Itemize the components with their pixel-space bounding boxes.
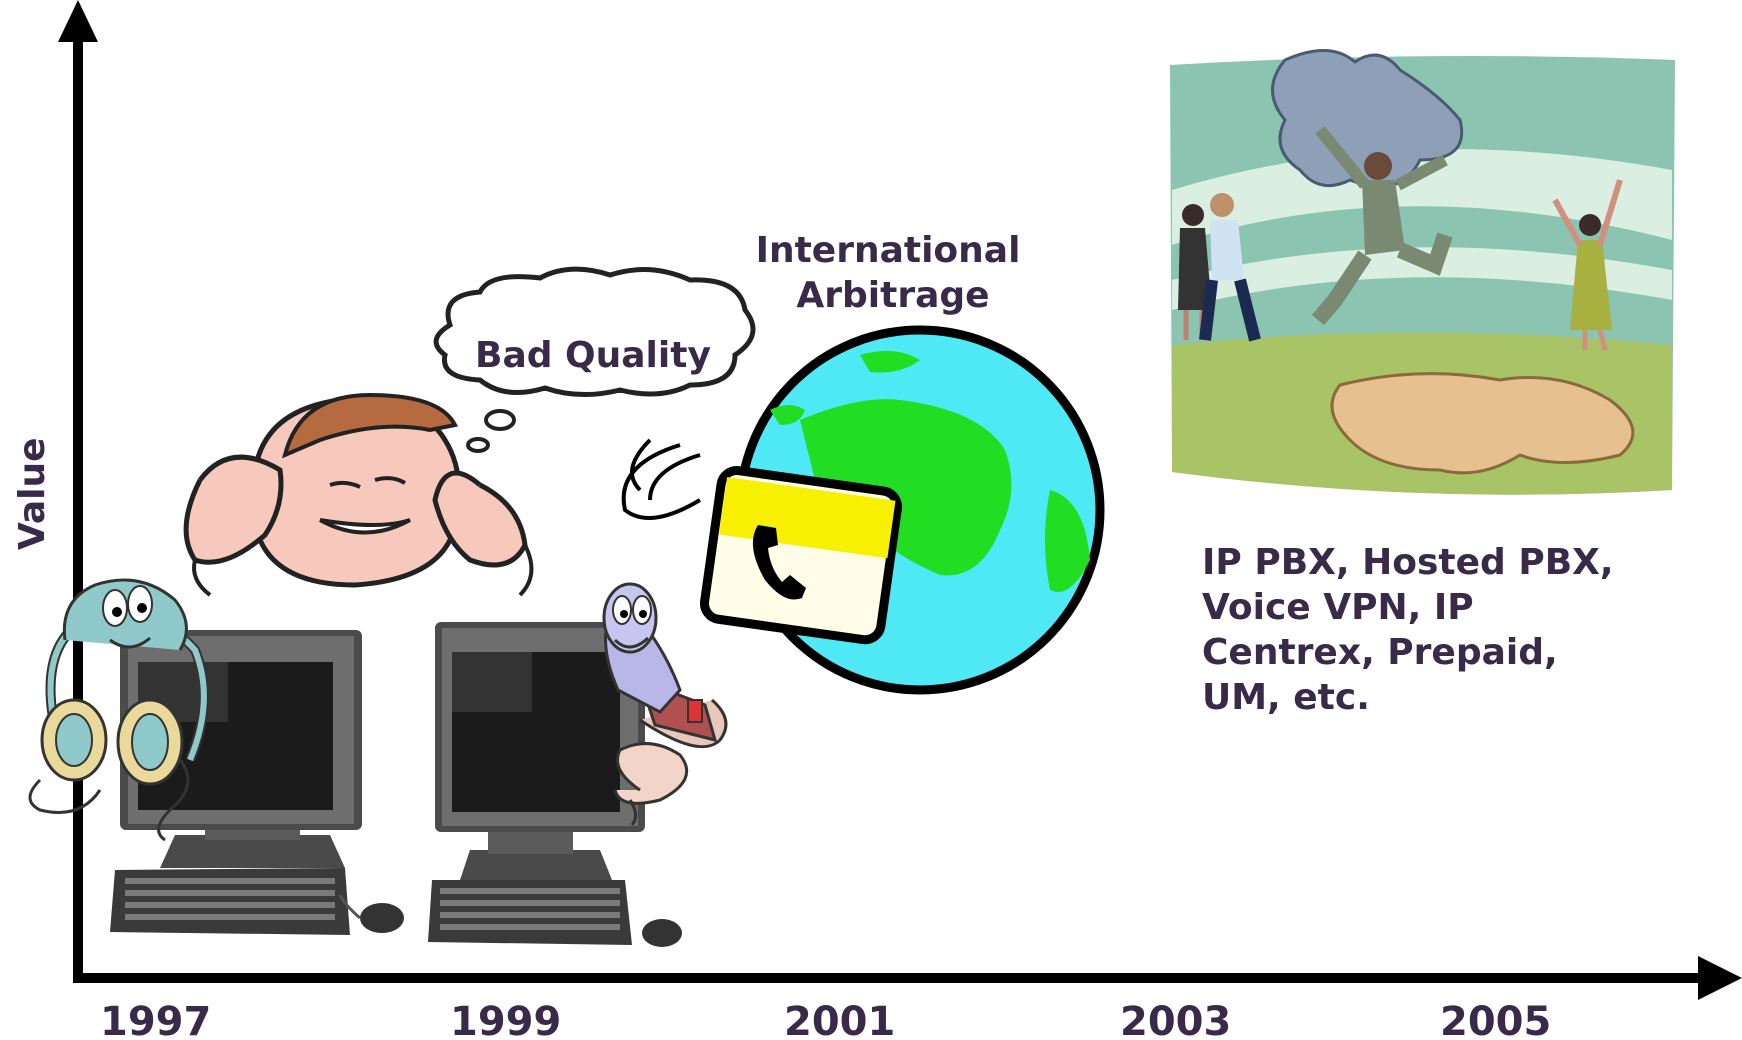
globe-caption-line-2: Arbitrage: [796, 275, 989, 316]
thought-bubble: Bad Quality: [433, 266, 756, 453]
headset-character-icon: [28, 578, 209, 842]
microphone-character-icon: [602, 582, 728, 826]
y-axis-arrowhead: [58, 0, 98, 42]
teamwork-puzzle-illustration: [1170, 49, 1675, 495]
x-tick-label: 1999: [450, 999, 561, 1040]
services-line: IP PBX, Hosted PBX,: [1202, 542, 1614, 583]
phone-card-icon: [621, 438, 902, 645]
x-tick-label: 2003: [1120, 999, 1231, 1040]
x-tick-labels: 1997 1999 2001 2003 2005: [100, 999, 1551, 1040]
y-axis-label: Value: [12, 437, 53, 550]
services-line: Centrex, Prepaid,: [1202, 632, 1558, 673]
frustrated-man-illustration: [183, 392, 534, 597]
computer-1999-illustration: [428, 622, 682, 947]
services-list: IP PBX, Hosted PBX, Voice VPN, IP Centre…: [1202, 540, 1702, 720]
globe-caption-line-1: International: [756, 230, 1021, 271]
axes: [58, 0, 1742, 1000]
services-line: Voice VPN, IP: [1202, 587, 1474, 628]
x-tick-label: 1997: [100, 999, 211, 1040]
services-line: UM, etc.: [1202, 677, 1370, 718]
thought-bubble-text: Bad Quality: [475, 335, 711, 376]
x-tick-label: 2001: [784, 999, 895, 1040]
x-tick-label: 2005: [1440, 999, 1551, 1040]
x-axis-arrowhead: [1698, 956, 1742, 1000]
